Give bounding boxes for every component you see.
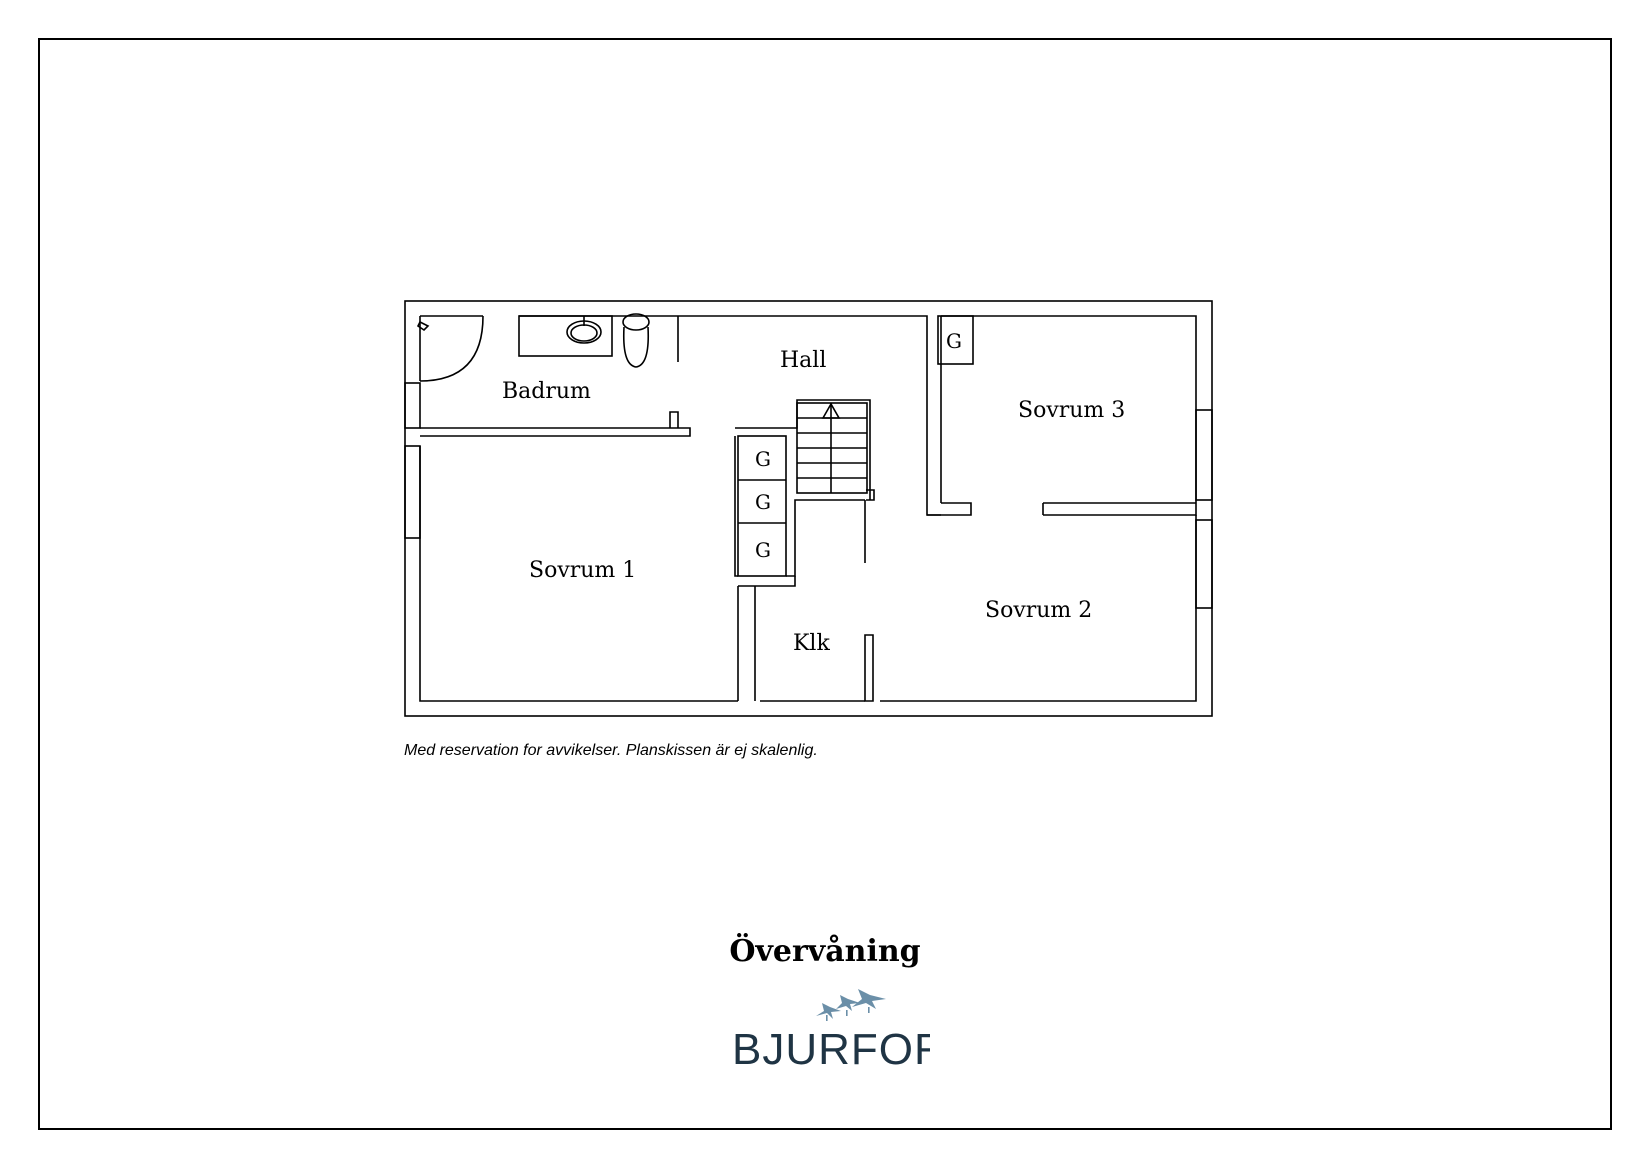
room-label-sovrum2: Sovrum 2	[985, 598, 1092, 623]
stairs-up-icon	[796, 402, 868, 494]
inner-wall-left	[419, 316, 738, 702]
birds-icon	[816, 989, 886, 1021]
shower-head-icon	[416, 320, 430, 332]
page-frame	[38, 38, 1612, 1130]
inner-wall-bottom	[760, 515, 1197, 702]
sovrum3-door-right	[1042, 502, 1196, 515]
window-left-top	[404, 382, 421, 429]
room-label-badrum: Badrum	[502, 379, 591, 404]
closet-label: G	[755, 490, 771, 514]
window-left-bottom	[404, 445, 421, 539]
brand-name: BJURFORS	[732, 1025, 930, 1074]
sink-counter	[518, 315, 613, 357]
closet-label: G	[755, 538, 771, 562]
closet-stack	[737, 435, 787, 577]
closet-sovrum-3	[937, 315, 974, 365]
disclaimer-text: Med reservation for avvikelser. Planskis…	[404, 742, 818, 759]
closet-label: G	[946, 329, 962, 353]
toilet-bowl	[622, 326, 650, 368]
bathroom-door-jamb	[669, 411, 679, 428]
room-label-hall: Hall	[780, 348, 826, 373]
closet-wall	[734, 436, 865, 577]
bathroom-wall	[420, 427, 691, 437]
shower-curve	[419, 315, 484, 382]
room-label-sovrum3: Sovrum 3	[1018, 398, 1125, 423]
toilet-icon	[622, 313, 650, 331]
window-right-bottom	[1195, 519, 1213, 609]
sovrum3-door-left	[927, 502, 972, 516]
stair-wall	[735, 399, 875, 563]
klk-door-jamb	[864, 634, 874, 702]
brand-logo: BJURFORS	[732, 989, 930, 1074]
room-label-klk: Klk	[793, 631, 830, 656]
window-right-top	[1195, 409, 1213, 501]
room-label-sovrum1: Sovrum 1	[529, 558, 636, 583]
closet-label: G	[755, 447, 771, 471]
floor-title: Övervåning	[729, 934, 921, 969]
klk-wall	[738, 576, 796, 701]
sink-basin	[570, 324, 598, 342]
